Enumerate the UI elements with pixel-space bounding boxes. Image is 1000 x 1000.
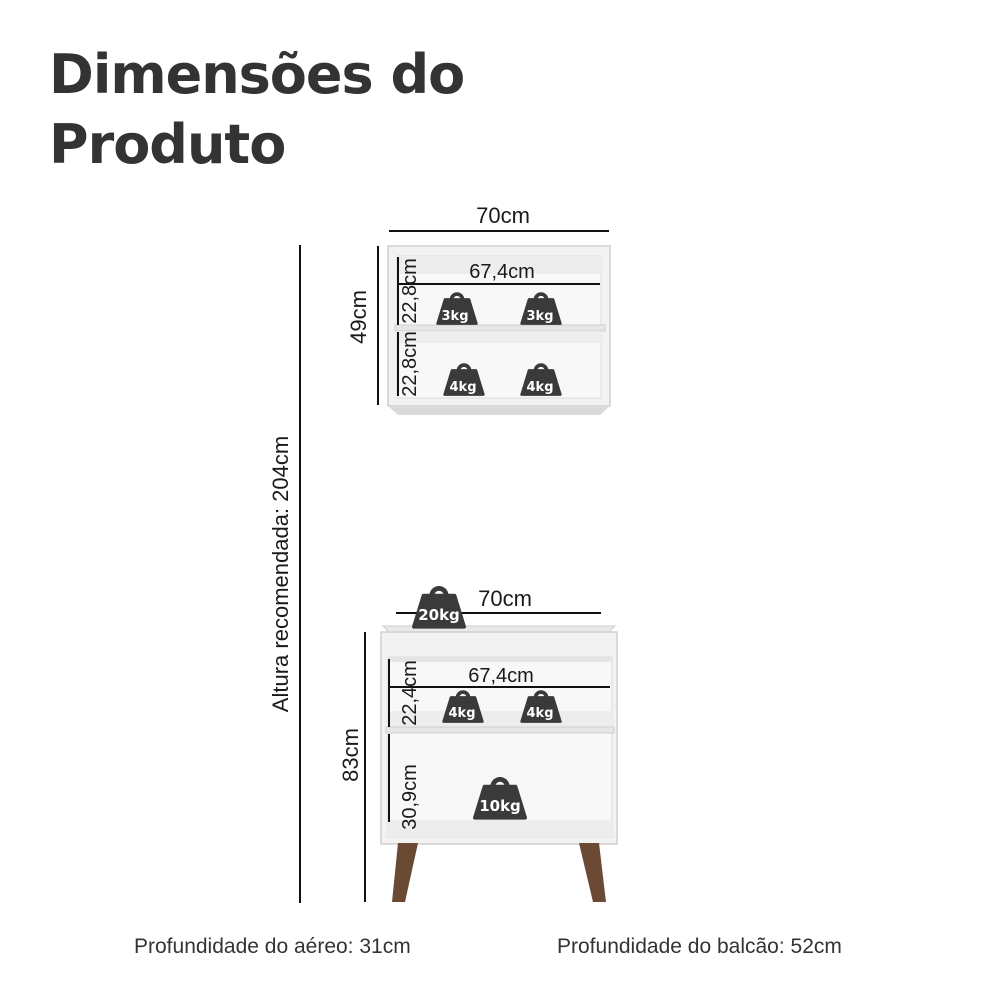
weight-icon: 4kg xyxy=(442,688,484,723)
aereo-inner-width-label: 67,4cm xyxy=(469,261,535,283)
balcao-weight-label: 4kg xyxy=(449,706,476,721)
aereo-shelf1-label: 22,8cm xyxy=(399,258,421,324)
balcao-height-label: 83cm xyxy=(338,728,363,782)
aereo-weight-label: 3kg xyxy=(527,309,554,324)
balcao-weight-label: 4kg xyxy=(527,706,554,721)
aereo-weight-label: 3kg xyxy=(442,309,469,324)
weight-icon: 20kg xyxy=(411,584,467,629)
aereo-shelf2-label: 22,8cm xyxy=(399,331,421,397)
weight-icon: 3kg xyxy=(436,290,478,325)
balcao-shelf2-label: 30,9cm xyxy=(399,764,421,830)
weight-icon: 10kg xyxy=(472,775,528,820)
depth-balcao-label: Profundidade do balcão: 52cm xyxy=(557,935,842,958)
aereo-width-label: 70cm xyxy=(476,203,530,228)
balcao-shelf1-label: 22,4cm xyxy=(399,660,421,726)
depth-aereo-label: Profundidade do aéreo: 31cm xyxy=(134,935,411,958)
balcao-top-weight-label: 20kg xyxy=(418,606,460,624)
aereo-weight-label: 4kg xyxy=(527,380,554,395)
balcao-inner-width-label: 67,4cm xyxy=(468,665,534,687)
page-title: Dimensões do Produto xyxy=(49,43,465,176)
weight-icon: 4kg xyxy=(443,361,485,396)
leg-right xyxy=(579,843,606,902)
weight-icon: 3kg xyxy=(520,290,562,325)
balcao-width-label: 70cm xyxy=(478,586,532,611)
aereo-height-label: 49cm xyxy=(346,290,371,344)
weight-icon: 4kg xyxy=(520,688,562,723)
total-height-label: Altura recomendada: 204cm xyxy=(268,436,293,712)
aereo-cabinet xyxy=(387,245,611,415)
leg-left xyxy=(392,843,418,902)
balcao-weight-label: 10kg xyxy=(479,797,521,815)
aereo-weight-label: 4kg xyxy=(450,380,477,395)
weight-icon: 4kg xyxy=(520,361,562,396)
